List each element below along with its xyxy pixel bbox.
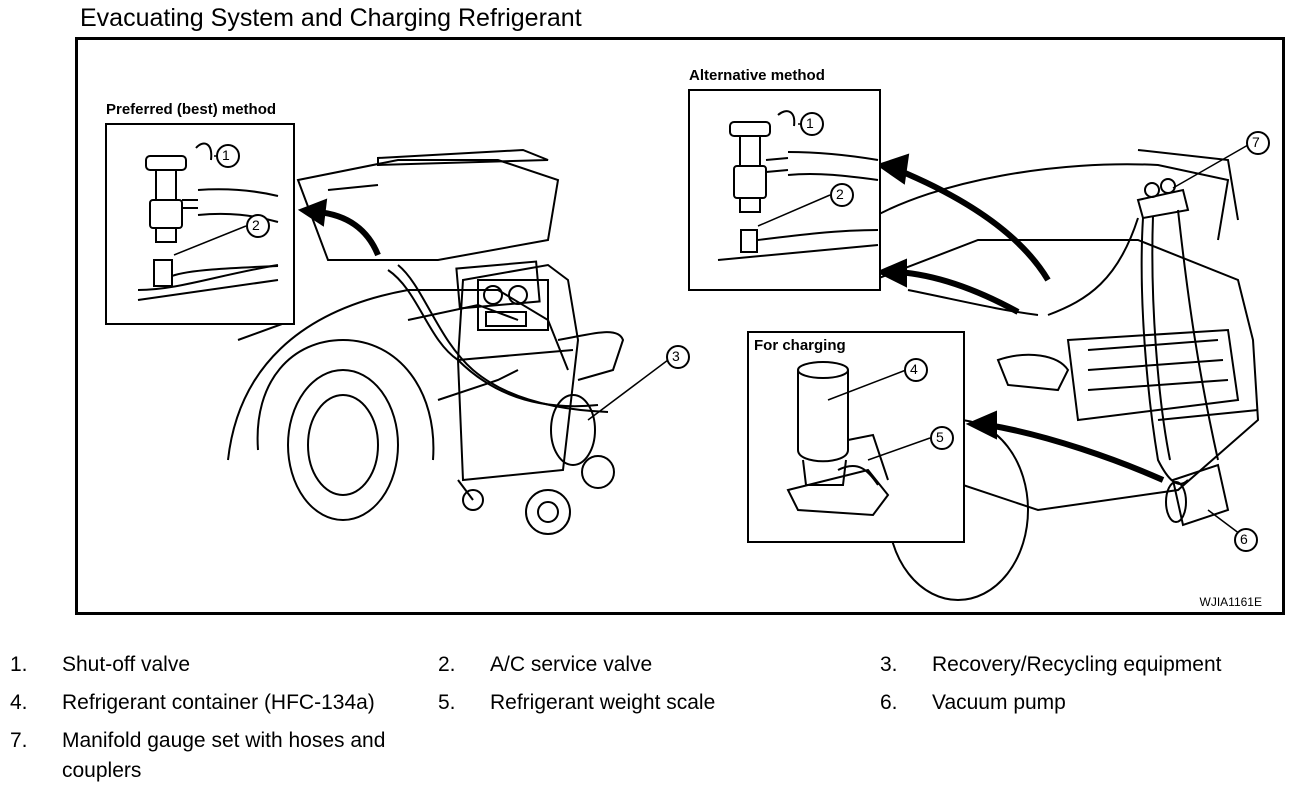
callout-3: 3 (672, 348, 680, 364)
callout-circles (216, 112, 1270, 552)
diagram-illustration (105, 89, 1270, 601)
legend: 1. Shut-off valve 2. A/C service valve 3… (0, 640, 1312, 792)
left-truck-drawing (227, 148, 569, 521)
shutoff-valve-drawing-a (137, 142, 279, 301)
left-arrow (317, 209, 381, 257)
legend-number: 4. (10, 691, 28, 714)
callout-6: 6 (1240, 531, 1248, 547)
legend-text: Shut-off valve (62, 653, 191, 676)
legend-number: 5. (438, 691, 456, 714)
weight-scale-drawing (786, 433, 890, 517)
for-charging-label: For charging (754, 337, 846, 354)
preferred-method-label: Preferred (best) method (106, 101, 277, 118)
callout-leaders (173, 123, 1249, 541)
lower-right-arrow-head (965, 410, 997, 440)
legend-number: 2. (438, 653, 456, 676)
alternative-method-inset (688, 89, 881, 291)
legend-number: 3. (880, 653, 898, 676)
left-arrow-head (297, 198, 328, 227)
legend-text: Vacuum pump (932, 691, 1066, 714)
legend-number: 6. (880, 691, 898, 714)
charging-inset (747, 331, 965, 543)
legend-text: Refrigerant weight scale (490, 691, 716, 714)
upper-right-arrow-head (875, 153, 910, 185)
callout-2a: 2 (252, 217, 260, 233)
legend-text: Refrigerant container (HFC-134a) (62, 691, 375, 714)
page-title: Evacuating System and Charging Refrigera… (80, 4, 582, 32)
legend-text: A/C service valve (490, 653, 653, 676)
shutoff-valve-drawing-b (717, 110, 879, 261)
lower-right-arrow (987, 422, 1165, 483)
recovery-machine-drawing (387, 263, 625, 535)
callout-2b: 2 (836, 186, 844, 202)
legend-text: Manifold gauge set with hoses and couple… (62, 729, 386, 782)
alternative-method-label: Alternative method (689, 67, 825, 84)
figure-code: WJIA1161E (1199, 595, 1262, 609)
callout-1a: 1 (222, 147, 230, 163)
middle-right-arrow-head (875, 258, 907, 288)
callout-7: 7 (1252, 134, 1260, 150)
legend-number: 1. (10, 653, 28, 676)
callout-1b: 1 (806, 115, 814, 131)
legend-text: Recovery/Recycling equipment (932, 653, 1222, 676)
upper-right-arrow (896, 167, 1051, 282)
callout-5: 5 (936, 429, 944, 445)
legend-item: 7. Manifold gauge set with hoses and cou… (10, 726, 430, 786)
middle-right-arrow (897, 269, 1020, 315)
callout-4: 4 (910, 361, 918, 377)
refrigerant-container-drawing (797, 361, 849, 486)
legend-number: 7. (10, 729, 28, 752)
figure-frame: Preferred (best) method Alternative meth… (75, 37, 1285, 615)
vacuum-pump-drawing (1165, 463, 1230, 527)
